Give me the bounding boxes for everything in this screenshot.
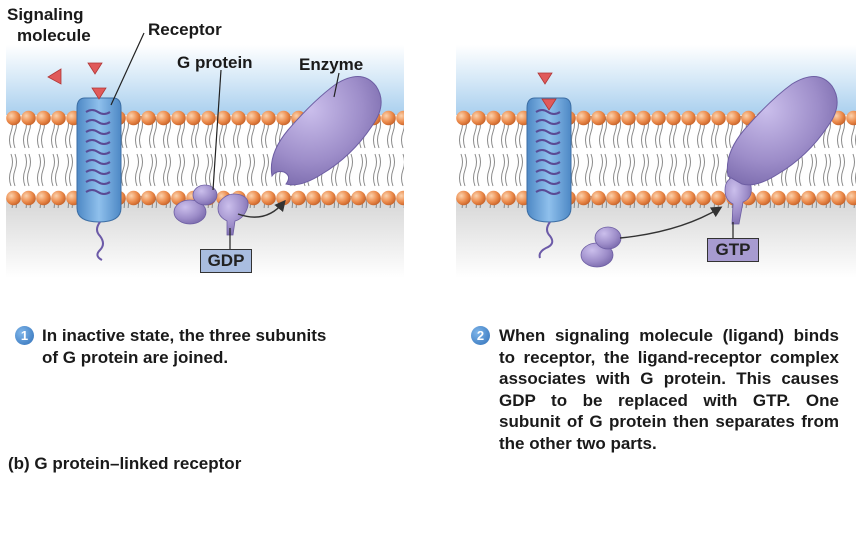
receptor-panel-2 (526, 97, 572, 259)
step-1-text: In inactive state, the three subunits of… (42, 326, 327, 367)
movement-arrows (237, 199, 723, 239)
gtp-box: GTP (707, 238, 759, 262)
enzyme-panel-2 (726, 76, 838, 186)
receptor-panel-1 (76, 91, 122, 261)
step-2-number-icon: 2 (471, 326, 490, 345)
panel-2-background (456, 45, 856, 278)
g-protein-panel-2 (580, 175, 752, 268)
step-1-number-icon: 1 (15, 326, 34, 345)
g-protein-label: G protein (177, 53, 253, 72)
signaling-molecule-label-line2: molecule (17, 26, 91, 45)
receptor-label: Receptor (148, 20, 222, 39)
leader-lines (110, 32, 734, 250)
enzyme-panel-1 (270, 76, 382, 186)
enzyme-label: Enzyme (299, 55, 364, 74)
signaling-molecule-label-line1: Signaling (7, 5, 84, 24)
step-2-text: When signaling molecule (ligand) binds t… (499, 326, 839, 453)
ligand-molecules (47, 62, 557, 111)
gdp-box: GDP (200, 249, 252, 273)
g-protein-panel-1 (173, 184, 249, 236)
figure-caption: (b) G protein–linked receptor (8, 454, 242, 473)
